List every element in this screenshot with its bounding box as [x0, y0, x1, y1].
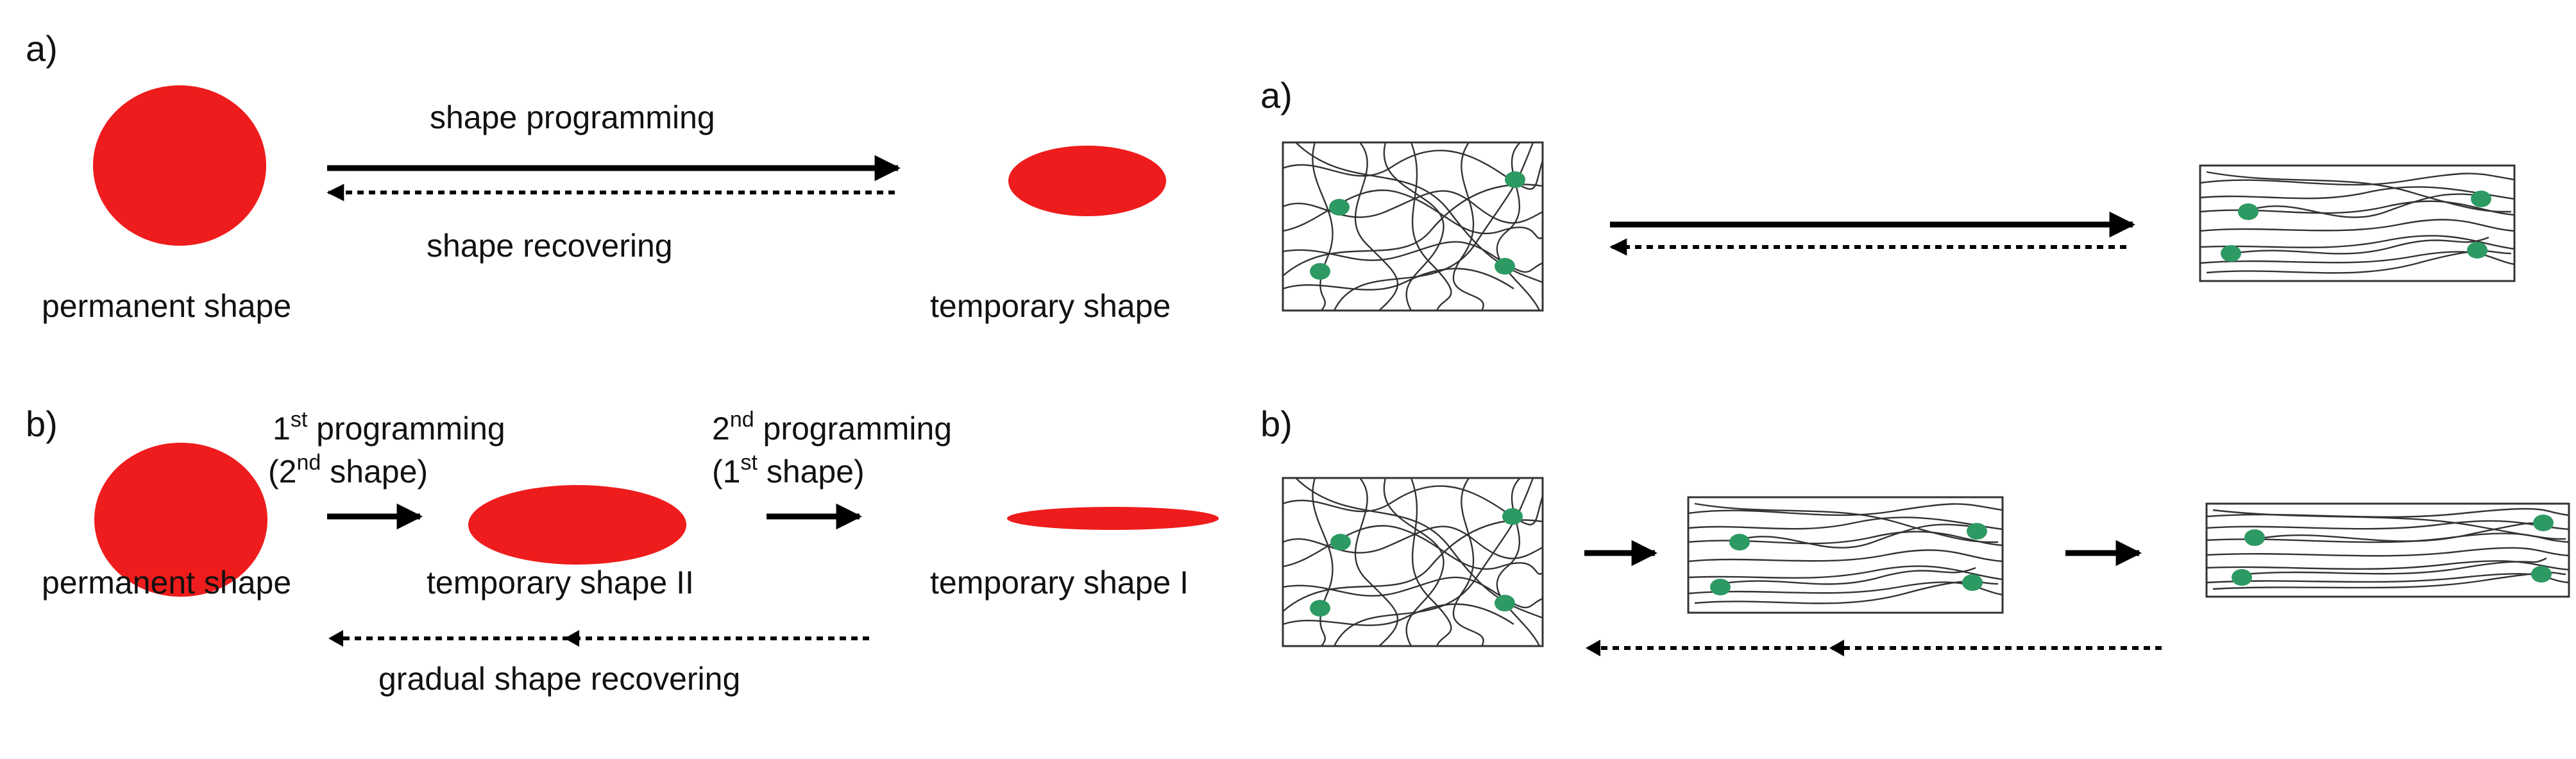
temporary-shape-i-ellipse	[1007, 507, 1219, 530]
temporary-shape-ii-label: temporary shape II	[427, 565, 694, 601]
right-panel-b: b)	[1260, 404, 2570, 656]
recovering-arrow-label: shape recovering	[427, 228, 673, 264]
polymer-network-temporary-ii	[1687, 496, 2004, 614]
step2-programming-label: 2nd programming	[712, 407, 952, 447]
permanent-shape-label: permanent shape	[42, 288, 291, 324]
right-panel-a: a)	[1260, 75, 2516, 312]
gradual-recovering-end-arrowhead	[328, 630, 343, 647]
temporary-shape-i-label: temporary shape I	[930, 565, 1189, 601]
temporary-shape-ellipse	[1008, 146, 1166, 216]
gradual-recovering-label: gradual shape recovering	[378, 661, 740, 697]
left-panel-b: b) permanent shape 1st programming (2nd …	[26, 404, 1219, 697]
right-b-recovering-end-arrowhead	[1586, 640, 1600, 656]
permanent-shape-circle	[93, 85, 266, 246]
permanent-shape-label-b: permanent shape	[42, 565, 291, 601]
panel-label-left-a: a)	[26, 28, 58, 69]
panel-label-right-a: a)	[1260, 75, 1292, 115]
gradual-recovering-mid-arrowhead	[564, 630, 579, 647]
permanent-shape-circle-b	[94, 443, 267, 597]
temporary-shape-ii-ellipse	[468, 485, 686, 565]
panel-label-right-b: b)	[1260, 404, 1292, 444]
polymer-network-temporary-i	[2205, 502, 2570, 598]
programming-arrow-label: shape programming	[430, 99, 715, 135]
step1-shape-label: (2nd shape)	[268, 450, 428, 490]
right-b-recovering-mid-arrowhead	[1829, 640, 1844, 656]
step2-shape-label: (1st shape)	[712, 450, 865, 490]
polymer-network-permanent-b	[1282, 477, 1544, 647]
polymer-network-permanent-a	[1282, 141, 1544, 312]
temporary-shape-label: temporary shape	[930, 288, 1171, 324]
panel-label-left-b: b)	[26, 404, 58, 444]
step1-programming-label: 1st programming	[273, 407, 505, 447]
polymer-network-stretched-a	[2199, 164, 2516, 282]
left-panel-a: a) permanent shape shape programming sha…	[26, 28, 1171, 324]
